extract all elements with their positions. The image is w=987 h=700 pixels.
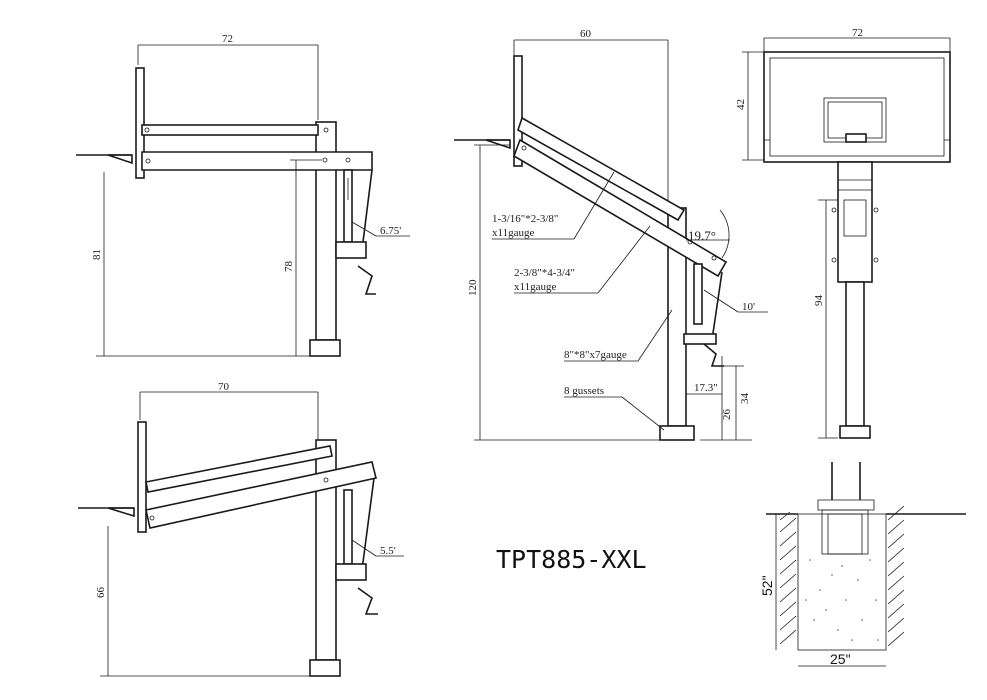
crank-height-2: 34 [739, 393, 751, 405]
lower-arm-note-1: 2-3/8"*4-3/4" [514, 267, 575, 279]
board-width: 72 [852, 27, 863, 39]
board-height: 42 [735, 99, 747, 110]
upper-arm-note-1: 1-3/16"*2-3/8" [492, 213, 558, 225]
crank-height-1: 26 [721, 409, 733, 421]
width-dim: 70 [218, 381, 230, 393]
rim-height-dim: 66 [95, 587, 107, 599]
foundation-view: 52" 25" [759, 462, 966, 667]
foundation-depth: 52" [759, 575, 775, 596]
foundation-width: 25" [830, 651, 851, 667]
upper-arm-note-2: x11gauge [492, 227, 534, 239]
view-side: 60 120 1-3/16"*2-3/8" x11gauge 2-3/8"*4-… [454, 28, 768, 441]
ram-length-label: 5.5' [380, 545, 396, 557]
extension-dim: 60 [580, 28, 592, 40]
crank-offset: 17.3" [694, 382, 718, 394]
model-name: TPT885-XXL [496, 545, 647, 574]
ram-length-label: 10' [742, 301, 755, 313]
bottom-height: 94 [813, 295, 825, 307]
view-bottom-left: 70 66 5.5' [78, 381, 404, 677]
rim-height-dim: 81 [91, 249, 103, 260]
concrete-texture [805, 559, 879, 641]
post-height-dim: 78 [283, 261, 295, 273]
angle-label: 19.7° [688, 228, 716, 243]
gusset-note: 8 gussets [564, 385, 604, 397]
view-front: 72 42 94 [735, 27, 951, 439]
ram-length-label: 6.75' [380, 225, 401, 237]
width-dim: 72 [222, 33, 233, 45]
pole-note: 8"*8"x7gauge [564, 349, 627, 361]
view-top-left: 72 81 78 6.75' [76, 33, 410, 357]
height-dim: 120 [467, 279, 479, 296]
lower-arm-note-2: x11gauge [514, 281, 556, 293]
